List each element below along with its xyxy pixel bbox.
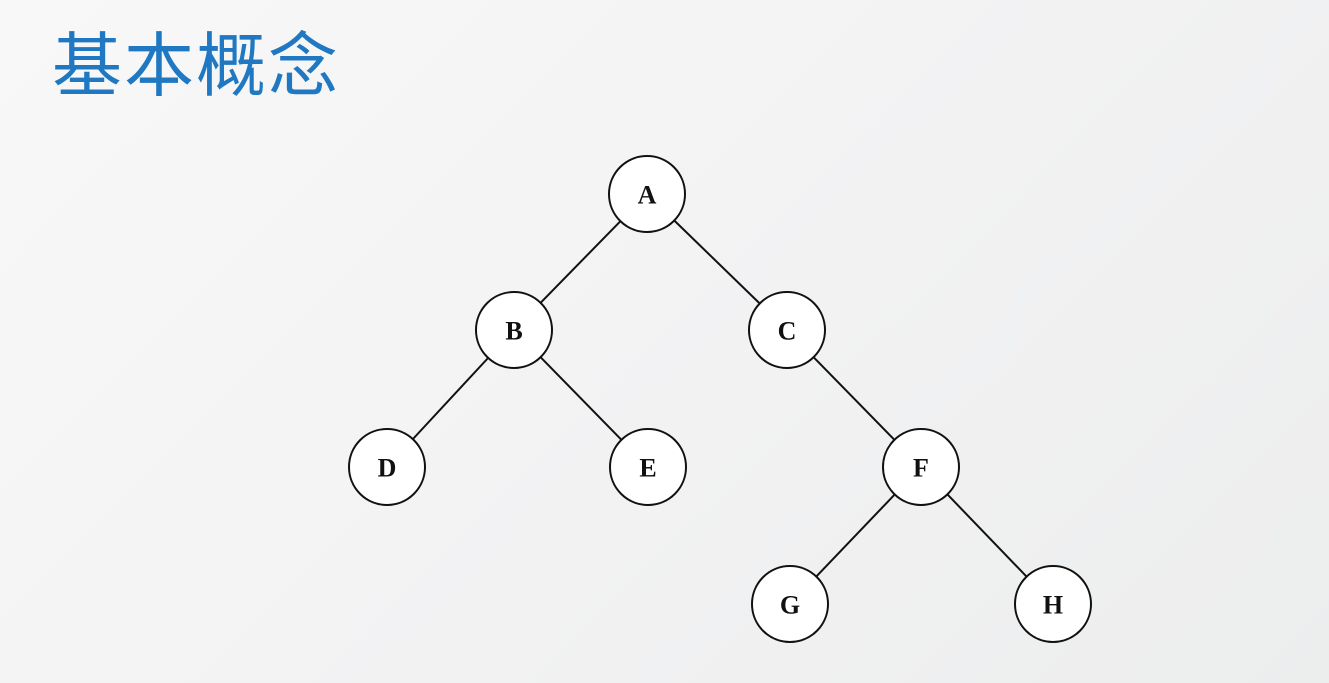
edge-f-h [946, 493, 1028, 578]
node-h-circle [1014, 565, 1092, 643]
node-h: H [1014, 565, 1092, 643]
node-e: E [609, 428, 687, 506]
node-d: D [348, 428, 426, 506]
node-c-label: C [778, 317, 797, 346]
node-g: G [751, 565, 829, 643]
node-a-label: A [638, 181, 657, 210]
node-g-label: G [780, 591, 800, 620]
edge-b-e [539, 356, 623, 441]
node-g-circle [751, 565, 829, 643]
node-b-circle [475, 291, 553, 369]
node-h-label: H [1043, 591, 1063, 620]
node-d-circle [348, 428, 426, 506]
node-f-circle [882, 428, 960, 506]
edge-a-b [539, 220, 622, 304]
node-b-label: B [505, 317, 522, 346]
node-e-circle [609, 428, 687, 506]
edge-c-f [812, 356, 896, 441]
tree-edges [412, 219, 1028, 578]
node-c-circle [748, 291, 826, 369]
node-a: A [608, 155, 686, 233]
node-a-circle [608, 155, 686, 233]
node-e-label: E [639, 454, 656, 483]
node-f-label: F [913, 454, 929, 483]
tree-nodes: A B C D E F G [348, 155, 1092, 643]
node-d-label: D [378, 454, 397, 483]
node-f: F [882, 428, 960, 506]
edge-a-c [673, 219, 761, 305]
edge-b-d [412, 357, 489, 440]
node-c: C [748, 291, 826, 369]
node-b: B [475, 291, 553, 369]
slide-title: 基本概念 [52, 25, 340, 107]
edge-f-g [815, 493, 896, 578]
